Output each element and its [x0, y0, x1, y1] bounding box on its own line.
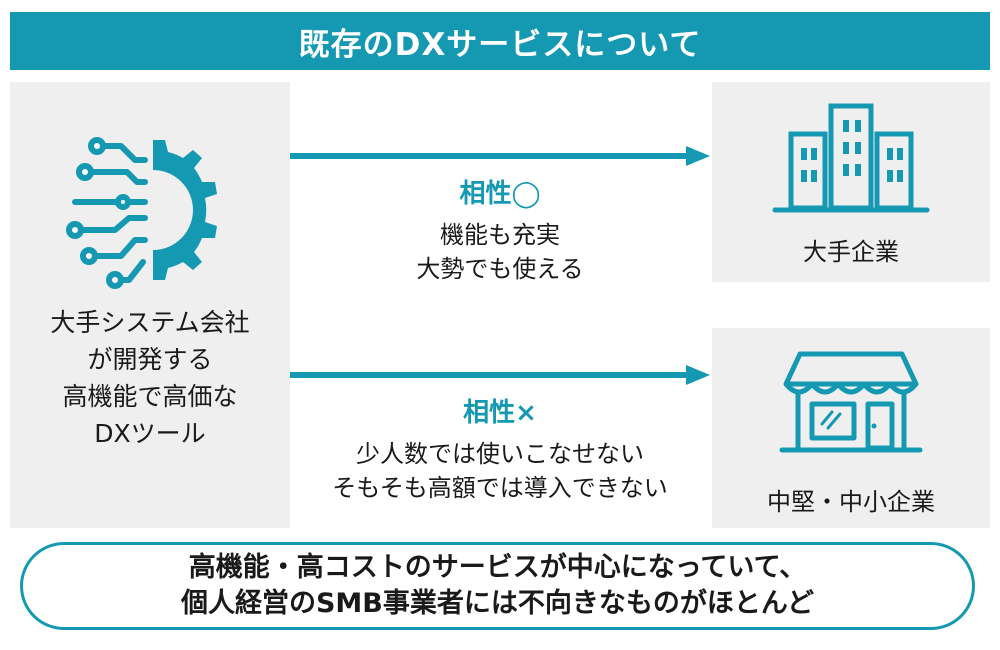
- large-enterprise-panel: 大手企業: [712, 82, 990, 282]
- lower-arrow: [290, 365, 710, 385]
- page-title: 既存のDXサービスについて: [298, 26, 702, 63]
- compatibility-line: 少人数では使いこなせない: [356, 440, 644, 468]
- conclusion-box: 高機能・高コストのサービスが中心になっていて、 個人経営のSMB事業者には不向き…: [20, 542, 975, 630]
- upper-compatibility: 相性◯ 機能も充実 大勢でも使える: [300, 176, 700, 286]
- sme-label: 中堅・中小企業: [767, 488, 935, 516]
- office-building-icon: [772, 103, 930, 213]
- dx-tool-description: 大手システム会社 が開発する 高機能で高価な DXツール: [10, 304, 290, 452]
- compatibility-good-title: 相性◯: [459, 179, 541, 209]
- gear-circuit-icon: [66, 137, 217, 289]
- compatibility-line: 機能も充実: [440, 221, 560, 249]
- lower-compatibility: 相性× 少人数では使いこなせない そもそも高額では導入できない: [300, 395, 700, 505]
- sme-panel: 中堅・中小企業: [712, 328, 990, 528]
- compatibility-line: 大勢でも使える: [416, 255, 584, 283]
- conclusion-line: 個人経営のSMB事業者には不向きなものがほとんど: [180, 588, 815, 619]
- description-line: が開発する: [87, 345, 213, 374]
- compatibility-line: そもそも高額では導入できない: [332, 474, 668, 502]
- description-line: 高機能で高価な: [62, 382, 238, 411]
- header-banner: 既存のDXサービスについて: [10, 12, 990, 70]
- conclusion-line: 高機能・高コストのサービスが中心になっていて、: [188, 552, 807, 583]
- upper-arrow: [290, 146, 710, 166]
- dx-tool-panel: 大手システム会社 が開発する 高機能で高価な DXツール: [10, 82, 290, 528]
- large-enterprise-label: 大手企業: [803, 238, 899, 266]
- description-line: 大手システム会社: [50, 308, 250, 337]
- compatibility-bad-title: 相性×: [463, 398, 537, 428]
- storefront-icon: [779, 351, 923, 453]
- description-line: DXツール: [94, 419, 206, 448]
